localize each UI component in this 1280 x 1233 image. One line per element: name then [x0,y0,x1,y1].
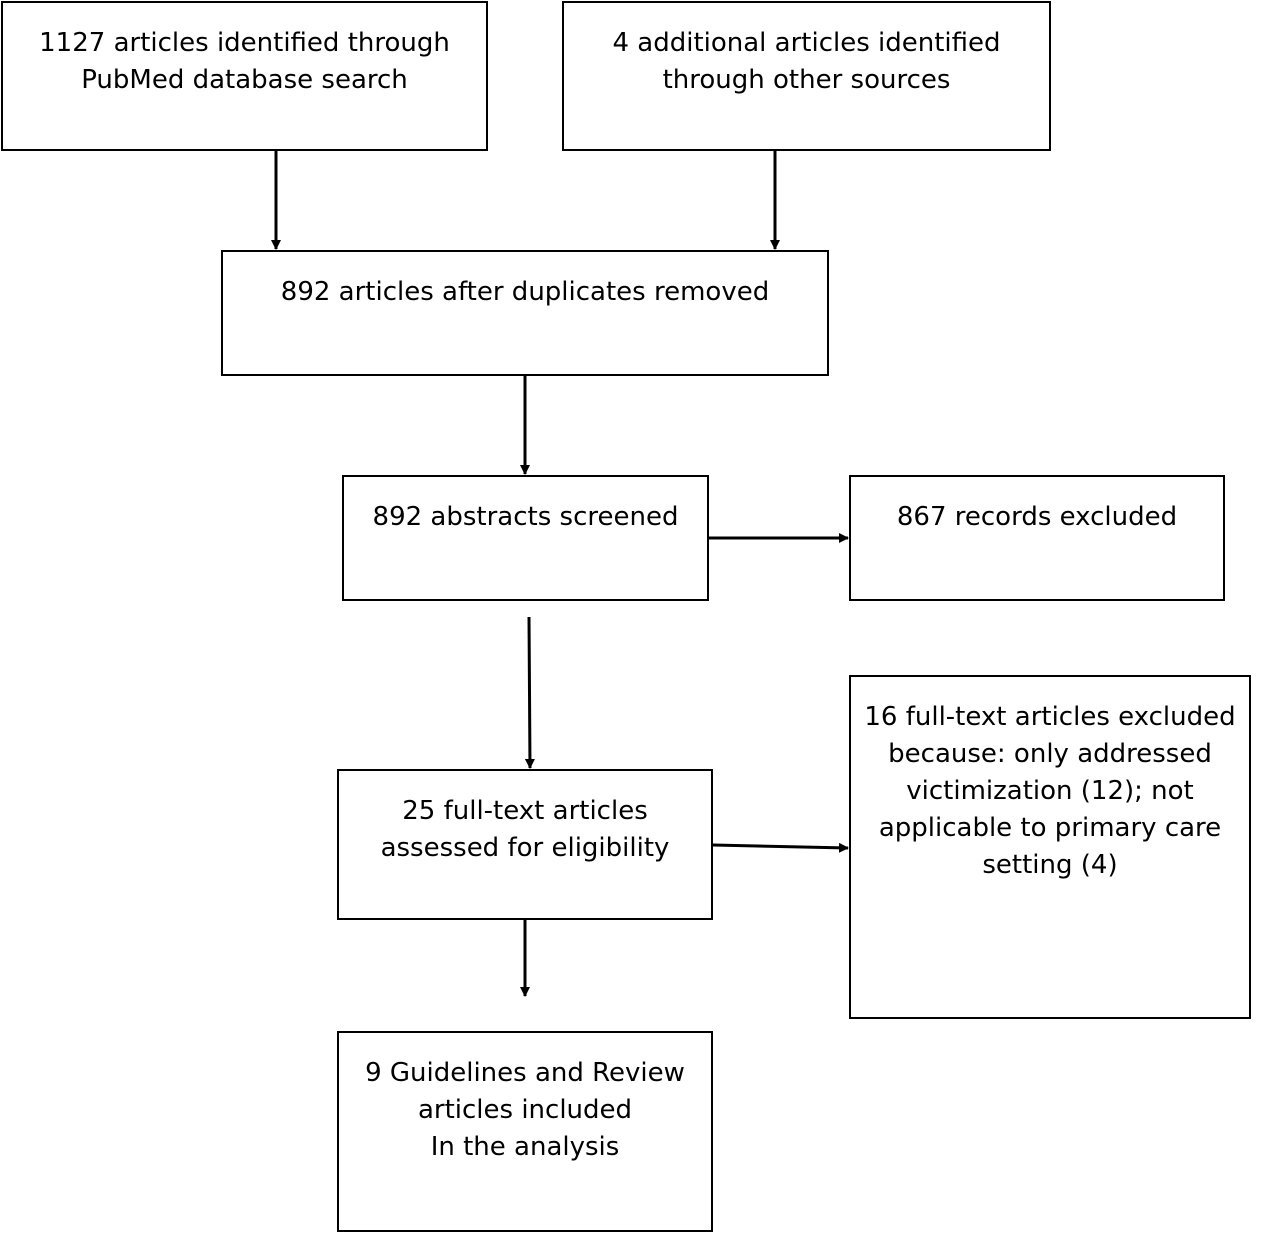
node-records-excluded: 867 records excluded [849,475,1225,601]
node-fulltext-assessed: 25 full-text articles assessed for eligi… [337,769,713,920]
node-abstracts-screened: 892 abstracts screened [342,475,709,601]
arrow-fulltext-to-excluded [712,842,849,853]
node-other-sources: 4 additional articles identified through… [562,1,1051,151]
node-fulltext-excluded: 16 full-text articles excluded because: … [849,675,1251,1019]
arrow-screened-to-fulltext [524,616,535,769]
node-after-duplicates: 892 articles after duplicates removed [221,250,829,376]
node-pubmed-search: 1127 articles identified through PubMed … [1,1,488,151]
node-included: 9 Guidelines and Review articles include… [337,1031,713,1232]
